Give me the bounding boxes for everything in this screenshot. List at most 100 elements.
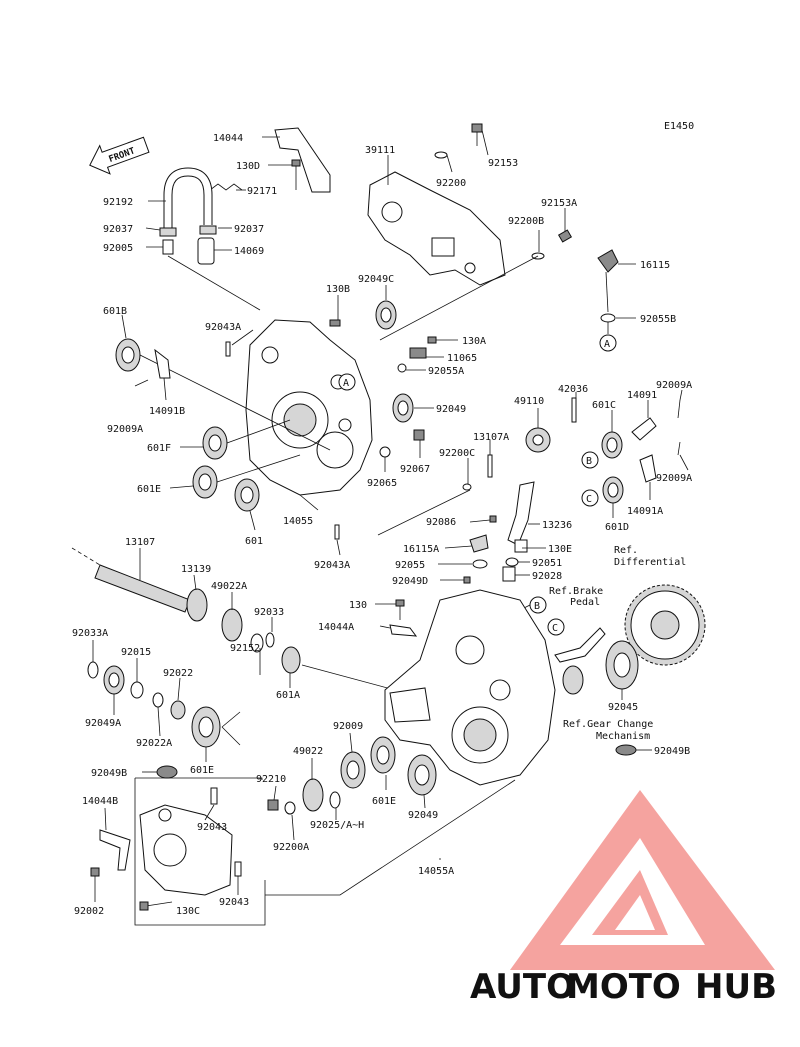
upper-case-parts: A A [115,123,681,584]
gear-13139 [186,588,208,622]
part-label: 13107A [473,432,509,443]
ref-label: Ref.Gear Change [563,719,653,730]
bearing-601a [281,646,301,674]
part-label: 14055A [418,866,454,877]
part-label: 92043A [205,322,241,333]
part-label: 130A [462,336,486,347]
part-label: 14091 [627,390,657,401]
cover-plate-39111 [367,171,506,286]
part-label: 130B [326,284,350,295]
part-label: 14091B [149,406,185,417]
part-label: 92049 [436,404,466,415]
ref-label: Differential [614,557,686,568]
part-label: 92200 [436,178,466,189]
part-label: 42036 [558,384,588,395]
watermark-hub: HUB [695,967,777,1007]
gear-49022a [221,608,243,642]
part-label: 92043 [219,897,249,908]
part-label: 92037 [103,224,133,235]
part-label: 49110 [514,396,544,407]
part-label: 92049B [654,746,690,757]
part-label: 14091A [627,506,663,517]
watermark-auto: AUTO [470,967,575,1007]
bracket-14091b [154,348,171,379]
part-label: 92152 [230,643,260,654]
part-label: 49022 [293,746,323,757]
part-label: 92086 [426,517,456,528]
svg-text:B: B [586,456,592,467]
part-label: 92055B [640,314,676,325]
part-label: 92015 [121,647,151,658]
part-label: 92049C [358,274,394,285]
part-label: 92049D [392,576,428,587]
svg-text:A: A [343,378,349,389]
part-label: 601D [605,522,629,533]
callout-c-upper [581,489,599,507]
part-label: 92210 [256,774,286,785]
part-label: 601E [190,765,214,776]
part-label: 92051 [532,558,562,569]
plug-11065 [409,347,427,359]
bracket-14044 [274,127,331,193]
part-label: 92200C [439,448,475,459]
part-label: 92037 [234,224,264,235]
seal-92049b-right [615,744,637,756]
differential-gear: C B [499,584,706,756]
part-label: 92045 [608,702,638,713]
part-label: 92153A [541,198,577,209]
svg-text:C: C [552,623,558,634]
part-label: 92171 [247,186,277,197]
part-label: 130C [176,906,200,917]
watermark-moto: MOTO [566,967,681,1007]
ref-label: Mechanism [596,731,650,742]
part-label: 601B [103,306,127,317]
part-label: 16115A [403,544,439,555]
clamp-92037-right [199,225,217,235]
part-label: 130D [236,161,260,172]
part-label: 601F [147,443,171,454]
bolt-130d [291,159,301,167]
part-label: 92022A [136,738,172,749]
part-label: 92028 [532,571,562,582]
part-labels: 14044 130D 92171 92192 92037 92037 92005… [72,133,692,917]
part-label: 92065 [367,478,397,489]
diagram-code: E1450 [664,121,694,132]
part-label: 92009 [333,721,363,732]
part-label: 92033 [254,607,284,618]
part-label: 92192 [103,197,133,208]
part-label: 92200A [273,842,309,853]
part-label: 13236 [542,520,572,531]
part-label: 92043A [314,560,350,571]
ref-label: Pedal [570,597,600,608]
part-label: 92200B [508,216,544,227]
automotohub-watermark: AUTO MOTO HUB [470,790,777,1007]
part-label: 92055 [395,560,425,571]
part-label: 49022A [211,581,247,592]
part-label: 11065 [447,353,477,364]
filter-16115a [469,534,489,553]
part-label: 16115 [640,260,670,271]
svg-text:C: C [586,494,592,505]
bracket-14091a [639,454,657,483]
part-label: 14044A [318,622,354,633]
part-label: 92067 [400,464,430,475]
part-label: 92055A [428,366,464,377]
bracket-14044b [99,829,131,871]
gear-49022 [302,778,324,812]
callout-b-upper [581,451,599,469]
part-label: 13139 [181,564,211,575]
part-label: 601 [245,536,263,547]
part-label: 92005 [103,243,133,254]
ref-label: Ref. [614,545,638,556]
part-label: 92009A [656,473,692,484]
breather-14069 [197,237,215,265]
callout-a-right [599,334,617,352]
bracket-14091 [631,417,657,441]
clamp-92037-left [159,227,177,237]
part-label: 601C [592,400,616,411]
leader-lines [92,129,689,902]
fitting-92005 [162,239,174,255]
part-label: 92009A [107,424,143,435]
part-label: 92022 [163,668,193,679]
dipstick-16115 [597,249,619,273]
